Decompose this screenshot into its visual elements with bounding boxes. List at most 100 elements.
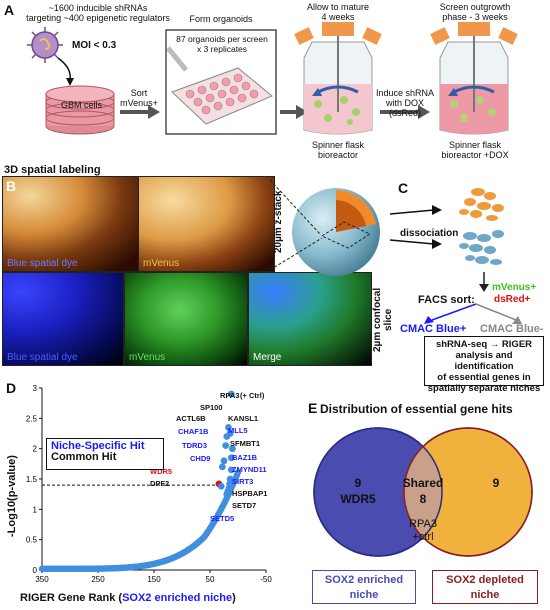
gbm-cells-label: GBM cells — [61, 100, 103, 110]
gbm-dish-stack — [45, 85, 115, 135]
mature-line-2: 4 weeks — [321, 12, 355, 22]
outgrowth-line-1: Screen outgrowth — [439, 2, 511, 12]
facs-split-arrows — [424, 303, 522, 324]
x-tick-label: 150 — [147, 575, 161, 584]
outgrowth-line-2: phase - 3 weeks — [442, 12, 508, 22]
gene-point — [227, 454, 235, 462]
venn-right-box: SOX2 depleted niche — [432, 570, 538, 604]
mature-line-1: Allow to mature — [306, 2, 370, 12]
micrograph-label-blue-dye-2: Blue spatial dye — [7, 352, 78, 363]
gene-point — [229, 445, 236, 453]
venn-shared-label: Shared — [402, 476, 444, 490]
spinner2-line-1: Spinner flask — [448, 140, 502, 150]
spinner-flask-icon — [294, 22, 382, 135]
sort-label: Sort mVenus+ — [116, 88, 162, 108]
gene-label: BAZ1B — [232, 453, 258, 462]
y-tick-label: 3 — [33, 384, 38, 393]
gene-point — [218, 463, 226, 471]
venn-left-box-line-1: SOX2 enriched — [324, 574, 404, 586]
gene-label: SETD5 — [210, 514, 234, 523]
y-tick-label: 2 — [33, 445, 38, 454]
panel-c-letter: C — [398, 180, 409, 196]
legend-niche-specific: Niche-Specific Hit — [51, 440, 145, 452]
panel-d-letter: D — [6, 380, 17, 396]
micrograph-blue-dye-mvenus-overlay: Blue spatial dye — [2, 176, 139, 272]
gene-label-suffix: (+ Ctrl) — [240, 391, 265, 400]
gene-label: SFMBT1 — [230, 439, 260, 448]
gene-label: WDR5 — [150, 467, 172, 476]
library-line-2: targeting ~400 epigenetic regulators — [26, 13, 170, 23]
gene-point — [223, 490, 231, 498]
panel-b-letter: B — [6, 178, 17, 194]
gene-point — [217, 482, 225, 490]
panel-e-letter: E — [308, 400, 318, 416]
panel-b-title: 3D spatial labeling — [4, 164, 101, 176]
micrograph-label-blue-dye: Blue spatial dye — [7, 258, 78, 269]
organoid-sphere-illustration — [270, 179, 380, 276]
micrograph-mvenus: mVenus — [138, 176, 275, 272]
gene-label: MLL5 — [228, 426, 248, 435]
venn-shared-count: 8 — [419, 492, 427, 506]
riger-box-line-1: shRNA-seq → RIGER — [435, 339, 533, 350]
gene-label: SIRT3 — [232, 477, 253, 486]
gene-point — [223, 433, 231, 440]
mvenus-plus-label: mVenus+ — [492, 282, 537, 293]
venn-left-box-line-2: niche — [349, 589, 379, 601]
dissociated-cells-icon — [459, 188, 504, 265]
gene-label: CHD9 — [190, 454, 210, 463]
riger-analysis-box: shRNA-seq → RIGER analysis and identific… — [424, 336, 544, 394]
spinner1-line-2: bioreactor — [317, 150, 359, 160]
induce-line-1: Induce shRNA — [375, 88, 435, 98]
gene-label: RPA3 — [220, 391, 239, 400]
x-tick-label: 50 — [206, 575, 215, 584]
organoid-plate-icon — [166, 46, 273, 125]
micrograph-blue-dye: Blue spatial dye — [2, 272, 124, 366]
sort-line-1: Sort — [130, 88, 148, 98]
y-tick-label: 1.5 — [26, 475, 38, 484]
plate-line-1: 87 organoids per screen — [176, 34, 268, 44]
library-description: ~1600 inducible shRNAs targeting ~400 ep… — [18, 3, 178, 23]
plate-line-2: x 3 replicates — [196, 44, 248, 54]
venn-right-box-line-1: SOX2 depleted — [446, 574, 524, 586]
panel-a-illustration — [27, 22, 518, 135]
gene-label: ZMYND11 — [232, 465, 267, 474]
riger-box-line-3: of essential genes in — [437, 372, 531, 383]
y-tick-label: 2.5 — [26, 414, 38, 423]
gene-label: TDRD3 — [182, 441, 207, 450]
micrograph-label-mvenus-2: mVenus — [129, 352, 166, 363]
legend-common-hit: Common Hit — [51, 451, 117, 463]
venn-shared-gene: RPA3 — [409, 518, 437, 530]
micrograph-merge: Merge — [248, 272, 372, 366]
venn-diagram — [313, 427, 533, 557]
induce-line-2: with DOX (dsRed) — [385, 98, 424, 118]
gene-label: SP100 — [200, 403, 223, 412]
x-tick-label: 250 — [91, 575, 105, 584]
library-line-1: ~1600 inducible shRNAs — [48, 3, 148, 13]
gene-point — [227, 390, 235, 398]
scatter-point — [234, 469, 242, 476]
cmac-blue-plus-label: CMAC Blue+ — [400, 323, 467, 335]
x-tick-label: -50 — [260, 575, 272, 584]
venn-left-gene: WDR5 — [340, 492, 376, 506]
gene-point — [227, 466, 235, 474]
gene-label: CHAF1B — [178, 427, 209, 436]
dsred-plus-label: dsRed+ — [494, 294, 531, 305]
spinner2-line-2: bioreactor +DOX — [441, 150, 509, 160]
venn-left-count: 9 — [354, 476, 362, 490]
gene-label: ACTL6B — [176, 414, 206, 423]
micrograph-mvenus-green: mVenus — [124, 272, 248, 366]
y-tick-label: 0.5 — [26, 536, 38, 545]
gene-label: SETD7 — [232, 501, 256, 510]
micrograph-label-mvenus: mVenus — [143, 258, 180, 269]
form-organoids-label: Form organoids — [189, 14, 253, 24]
x-tick-label: 350 — [35, 575, 49, 584]
gene-point — [222, 442, 230, 450]
venn-left-box: SOX2 enriched niche — [312, 570, 416, 604]
xlabel-niche: SOX2 enriched niche — [122, 592, 233, 604]
spinner-flask-dox-icon — [430, 22, 518, 135]
virus-icon — [27, 27, 63, 63]
plate-description: 87 organoids per screen x 3 replicates — [168, 34, 276, 54]
spinner1-line-1: Spinner flask — [311, 140, 365, 150]
dissociation-illustration — [389, 188, 504, 292]
